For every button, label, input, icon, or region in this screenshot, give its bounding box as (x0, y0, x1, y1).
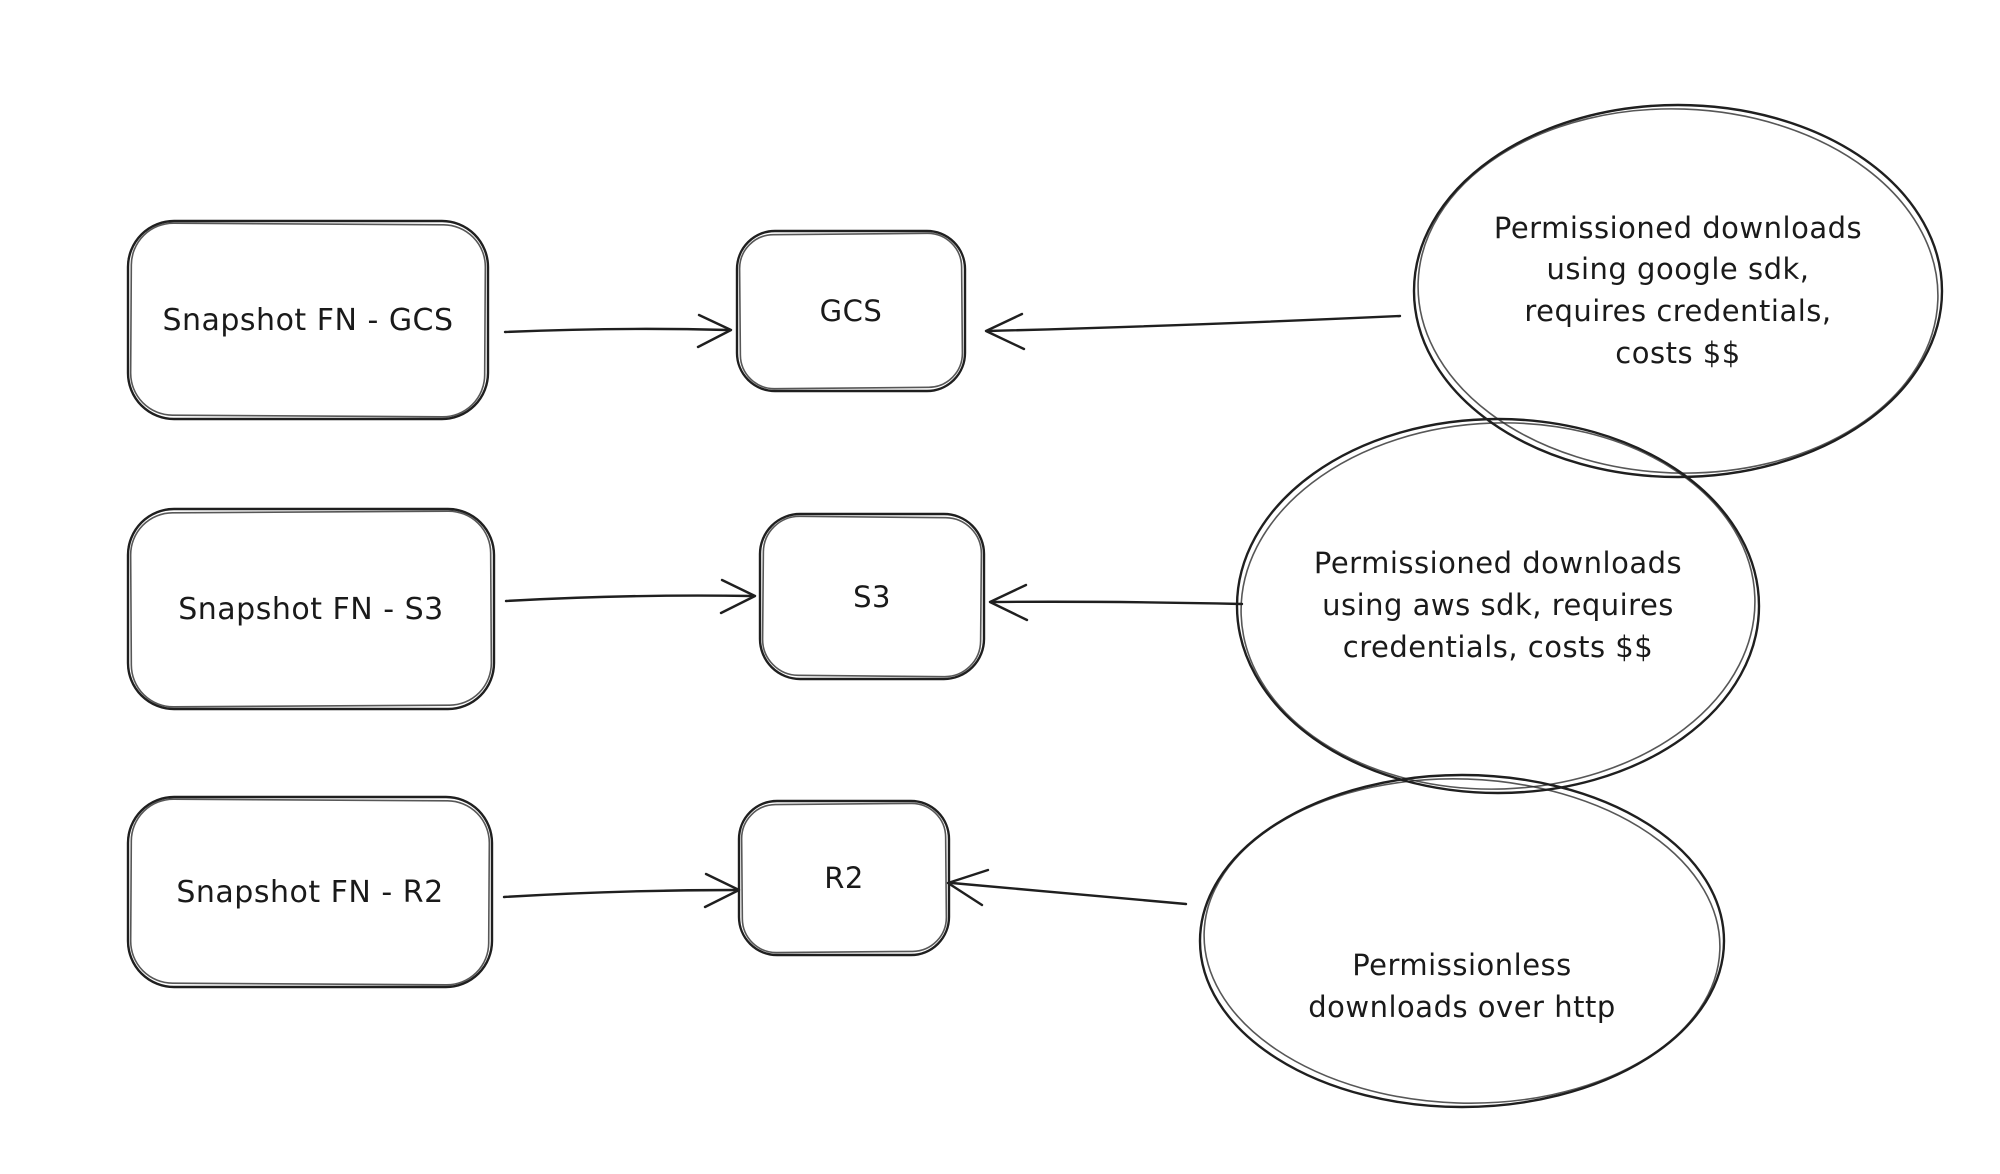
r2-box-outline (737, 799, 951, 957)
snapshot-fn-s3-box-outline (126, 507, 496, 711)
arrow-snapshot-to-s3 (504, 578, 757, 615)
arrow-snapshot-to-gcs (503, 313, 733, 349)
arrow-note-to-r2 (946, 868, 1188, 907)
s3-box-outline (758, 512, 986, 681)
arrow-note-to-s3 (988, 583, 1244, 622)
note-ellipse-s3-outline (1235, 417, 1761, 795)
arrow-note-to-gcs (984, 312, 1402, 351)
arrow-snapshot-to-r2 (502, 872, 741, 909)
note-ellipse-r2-outline (1198, 773, 1726, 1109)
gcs-box-outline (735, 229, 967, 393)
snapshot-fn-gcs-box-outline (126, 219, 490, 421)
snapshot-fn-r2-box-outline (126, 795, 494, 989)
note-ellipse-gcs-outline (1412, 103, 1944, 479)
